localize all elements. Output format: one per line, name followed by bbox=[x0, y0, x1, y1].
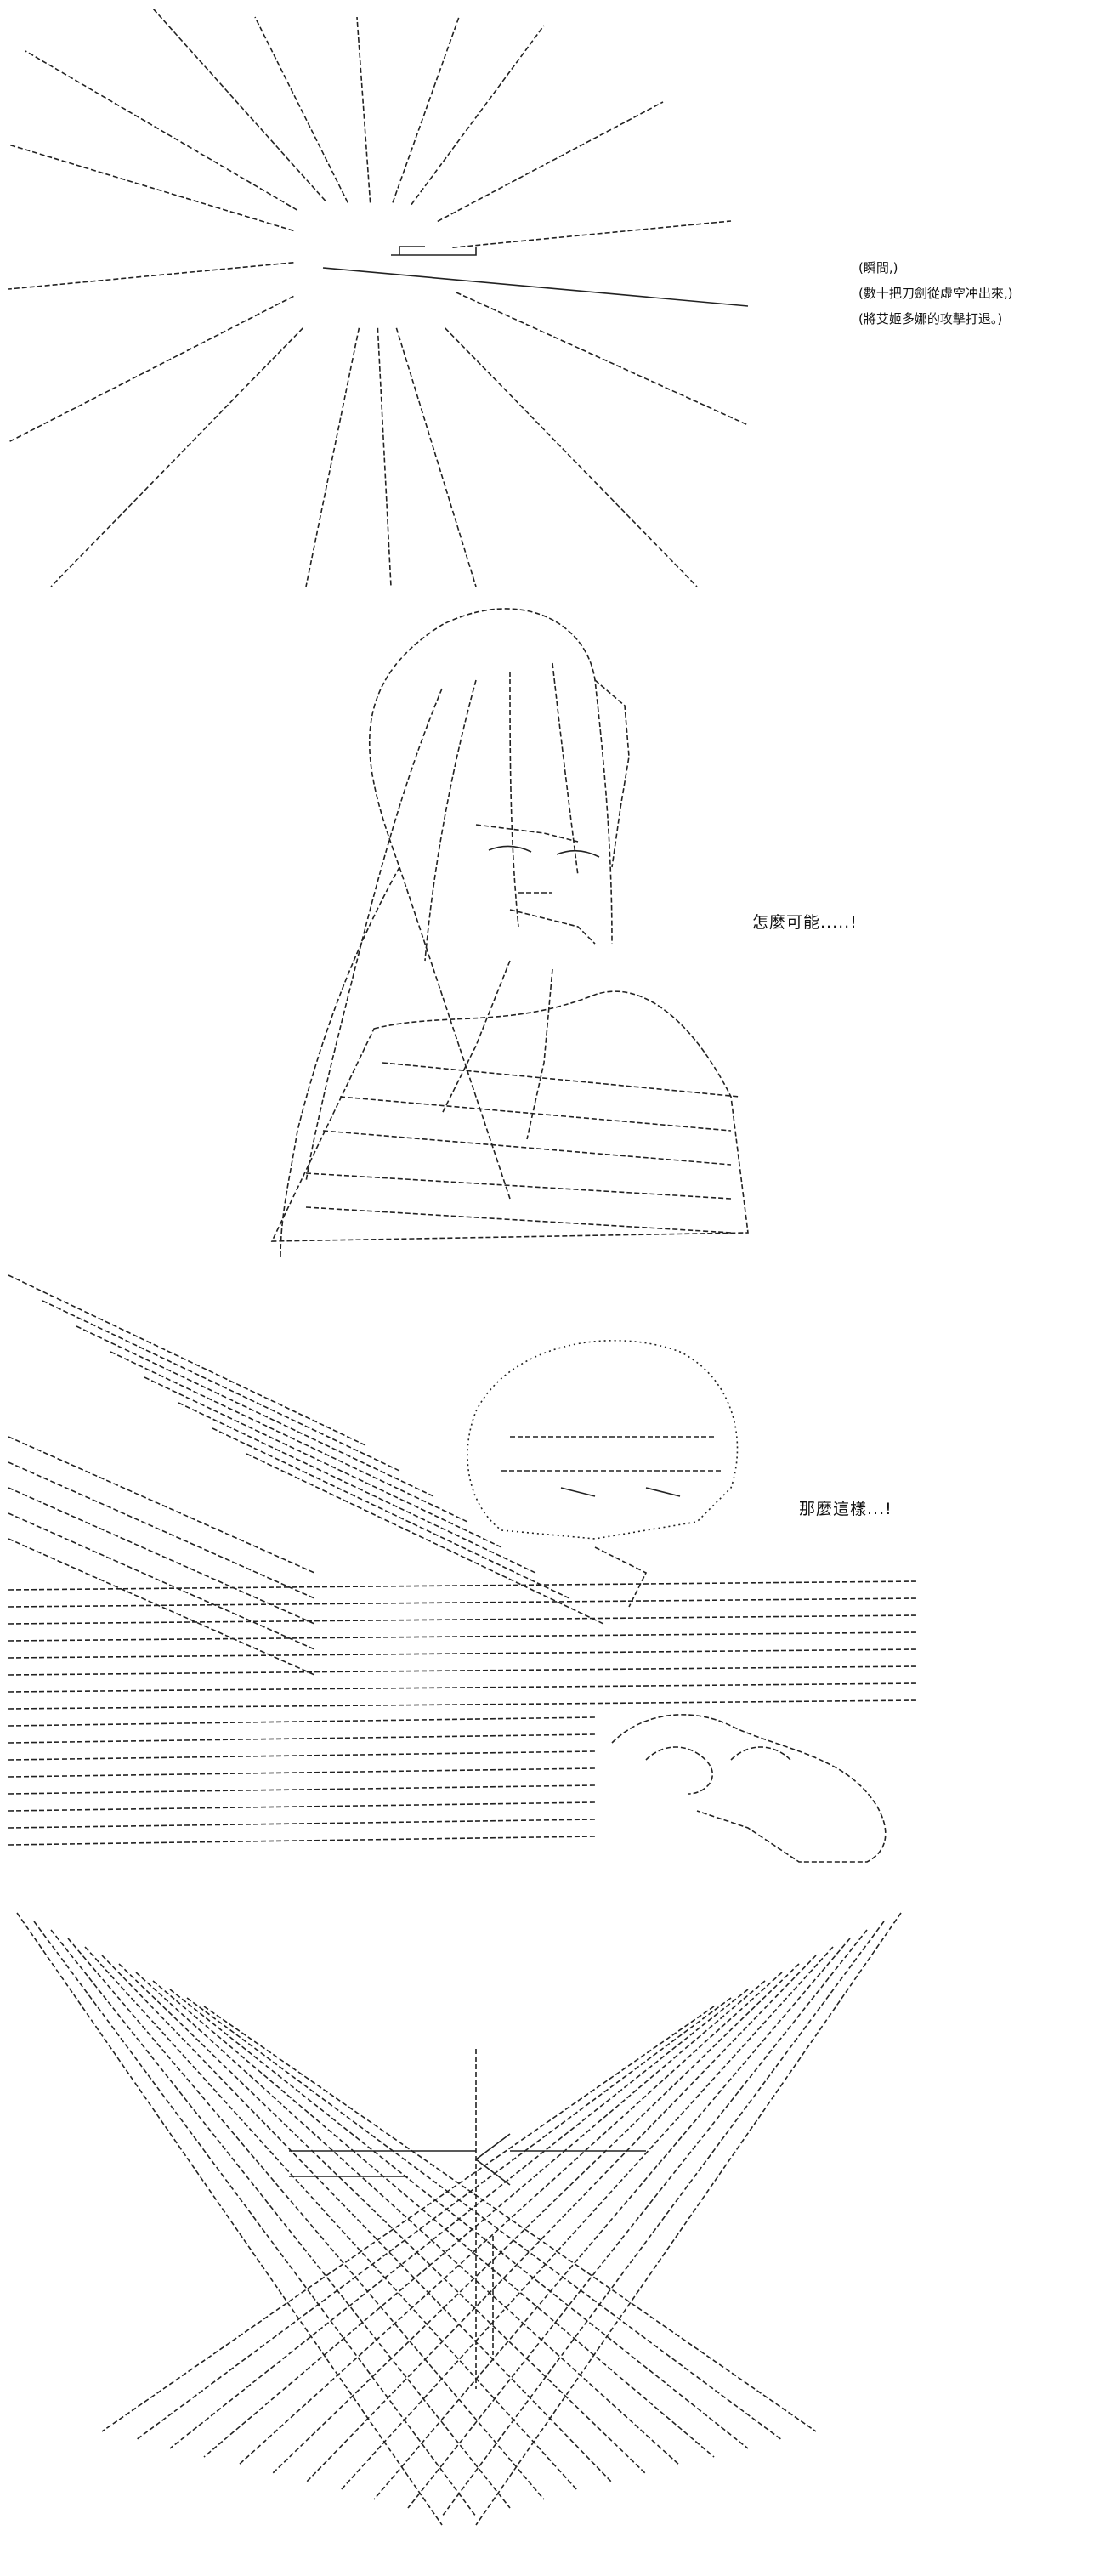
art-stroke bbox=[8, 1767, 596, 1778]
art-stroke bbox=[144, 1376, 502, 1548]
art-stroke bbox=[8, 1614, 919, 1625]
speech-text: 那麼這樣...! bbox=[799, 1500, 892, 1518]
speech-text: 怎麼可能.....! bbox=[752, 913, 858, 932]
narration-line-3: (將艾姬多娜的攻擊打退。) bbox=[858, 311, 1003, 326]
art-stroke bbox=[445, 327, 698, 587]
art-stroke bbox=[8, 1733, 596, 1744]
fist bbox=[611, 1714, 887, 1863]
hair-outline bbox=[369, 608, 613, 1200]
art-stroke bbox=[392, 16, 460, 203]
art-stroke bbox=[441, 1921, 885, 2517]
art-stroke bbox=[407, 1929, 868, 2509]
art-stroke bbox=[254, 16, 348, 203]
art-stroke bbox=[8, 1801, 596, 1812]
art-stroke bbox=[305, 327, 360, 587]
character-head bbox=[467, 1339, 739, 1540]
art-stroke bbox=[411, 25, 545, 206]
art-stroke bbox=[203, 2006, 817, 2432]
art-stroke bbox=[456, 292, 749, 426]
art-stroke bbox=[118, 1963, 647, 2475]
art-stroke bbox=[76, 1325, 434, 1497]
art-stroke bbox=[8, 1461, 315, 1599]
panel-sword-summon: 那麼這樣...! bbox=[0, 1267, 1105, 1879]
panel-blade-burst: (瞬間,) (數十把刀劍從虛空冲出來,) (將艾姬多娜的攻擊打退。) bbox=[0, 0, 1105, 587]
narration-line-1: (瞬間,) bbox=[858, 260, 898, 275]
art-stroke bbox=[8, 295, 294, 443]
art-stroke bbox=[152, 8, 326, 201]
art-stroke bbox=[212, 1427, 570, 1599]
art-stroke bbox=[84, 1946, 579, 2492]
art-stroke bbox=[237, 1972, 783, 2466]
art-stroke bbox=[246, 1453, 604, 1625]
art-stroke bbox=[452, 220, 732, 248]
art-stroke bbox=[169, 1989, 749, 2449]
blade-burst-art bbox=[8, 8, 749, 587]
art-stroke bbox=[16, 1912, 443, 2526]
art-stroke bbox=[8, 1682, 919, 1693]
art-stroke bbox=[50, 327, 303, 587]
art-stroke bbox=[339, 1946, 834, 2492]
art-stroke bbox=[8, 1750, 596, 1761]
art-stroke bbox=[42, 1300, 400, 1472]
art-stroke bbox=[8, 144, 294, 232]
art-stroke bbox=[67, 1938, 545, 2500]
art-stroke bbox=[475, 1912, 902, 2526]
panel-cross-slash bbox=[0, 1879, 1105, 2576]
art-stroke bbox=[186, 1997, 783, 2441]
art-stroke bbox=[110, 1351, 468, 1523]
art-stroke bbox=[33, 1921, 477, 2517]
narration-line-2: (數十把刀劍從虛空冲出來,) bbox=[858, 286, 1013, 301]
art-stroke bbox=[8, 1274, 366, 1446]
narration-box: (瞬間,) (數十把刀劍從虛空冲出來,) (將艾姬多娜的攻擊打退。) bbox=[858, 255, 1012, 332]
art-stroke bbox=[50, 1929, 511, 2509]
robe bbox=[270, 990, 749, 1242]
art-stroke bbox=[135, 1972, 681, 2466]
right-eye bbox=[556, 849, 600, 858]
art-stroke bbox=[8, 1784, 596, 1795]
art-stroke bbox=[8, 1631, 919, 1642]
sword-summon-art bbox=[8, 1274, 919, 1863]
art-stroke bbox=[101, 2006, 715, 2432]
art-stroke bbox=[8, 1819, 596, 1829]
art-stroke bbox=[8, 1580, 919, 1591]
art-stroke bbox=[8, 1436, 315, 1574]
art-stroke bbox=[135, 1997, 732, 2441]
art-stroke bbox=[437, 101, 664, 223]
art-stroke bbox=[395, 327, 477, 587]
panel-girl-shocked: 怎麼可能.....! bbox=[0, 587, 1105, 1267]
art-stroke bbox=[8, 1487, 315, 1625]
art-stroke bbox=[271, 1963, 800, 2475]
art-stroke bbox=[8, 1665, 919, 1676]
art-stroke bbox=[8, 1716, 596, 1727]
art-stroke bbox=[25, 50, 298, 211]
art-stroke bbox=[178, 1402, 536, 1574]
art-stroke bbox=[8, 1512, 315, 1650]
art-stroke bbox=[8, 1597, 919, 1608]
art-stroke bbox=[8, 262, 294, 290]
left-eye bbox=[488, 845, 532, 853]
art-stroke bbox=[373, 1938, 851, 2500]
art-stroke bbox=[8, 1836, 596, 1846]
central-hilt bbox=[391, 246, 477, 256]
girl-ascii-art bbox=[270, 608, 749, 1259]
horizontal-blade bbox=[322, 267, 749, 307]
cross-slash-art bbox=[16, 1912, 902, 2526]
art-stroke bbox=[8, 1538, 315, 1676]
art-stroke bbox=[377, 327, 392, 587]
art-stroke bbox=[8, 1648, 919, 1659]
art-stroke bbox=[356, 16, 371, 203]
art-stroke bbox=[8, 1699, 919, 1710]
